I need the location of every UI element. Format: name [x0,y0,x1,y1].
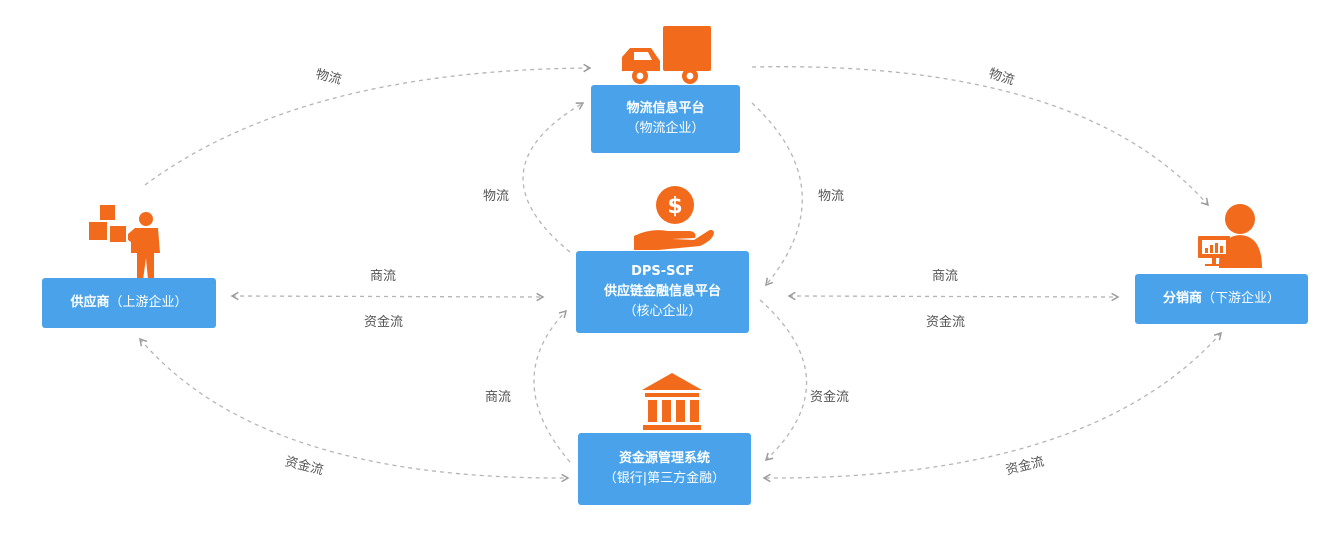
flow-label-core-distributor-capital: 资金流 [926,315,966,330]
flow-label-core-to-funding: 资金流 [810,390,850,405]
distributor-node: 分销商 （下游企业） [1135,274,1308,324]
svg-text:$: $ [667,194,682,219]
core-platform-node: DPS-SCF 供应链金融信息平台 （核心企业） [576,251,749,333]
supplier-name: 供应商 [70,294,110,310]
flow-label-supplier-core-capital: 资金流 [364,315,404,330]
core-platform-subtitle: （核心企业） [623,304,702,320]
flow-label-supplier-core-commerce: 商流 [370,269,397,284]
person-with-chart-icon [1198,204,1262,268]
truck-icon [622,26,711,84]
arrow-distributor-funding [762,331,1222,483]
funding-system-subtitle: （银行|第三方金融） [603,471,726,486]
core-platform-title: 供应链金融信息平台 [603,283,721,299]
logistics-platform-node: 物流信息平台 （物流企业） [591,85,740,153]
worker-with-boxes-icon [89,205,160,280]
flow-label-core-to-logistics: 物流 [483,189,510,204]
arrow-supplier-funding [139,337,570,483]
supplier-node: 供应商 （上游企业） [42,278,216,328]
arrow-supplier-core [230,291,545,302]
supplier-note: （上游企业） [109,294,188,310]
money-hand-icon: $ [634,186,714,250]
distributor-note: （下游企业） [1202,290,1281,306]
flow-label-logistics-to-core: 物流 [818,189,845,204]
arrow-logistics-to-core [751,102,803,287]
bank-icon [642,373,702,430]
core-platform-code: DPS-SCF [631,263,694,279]
logistics-platform-subtitle: （物流企业） [626,121,705,136]
arrow-core-to-logistics [522,102,585,253]
arrow-supplier-to-logistics [144,63,592,186]
funding-system-title: 资金源管理系统 [618,450,710,466]
flow-label-funding-to-core: 商流 [485,390,512,405]
arrow-core-to-funding [759,299,808,462]
funding-system-node: 资金源管理系统 （银行|第三方金融） [578,433,751,505]
distributor-name: 分销商 [1162,290,1202,306]
arrow-core-distributor [787,291,1120,302]
arrow-logistics-to-distributor [751,66,1209,207]
flow-label-core-distributor-commerce: 商流 [932,269,959,284]
arrow-funding-to-core [533,309,571,463]
logistics-platform-title: 物流信息平台 [626,100,705,116]
